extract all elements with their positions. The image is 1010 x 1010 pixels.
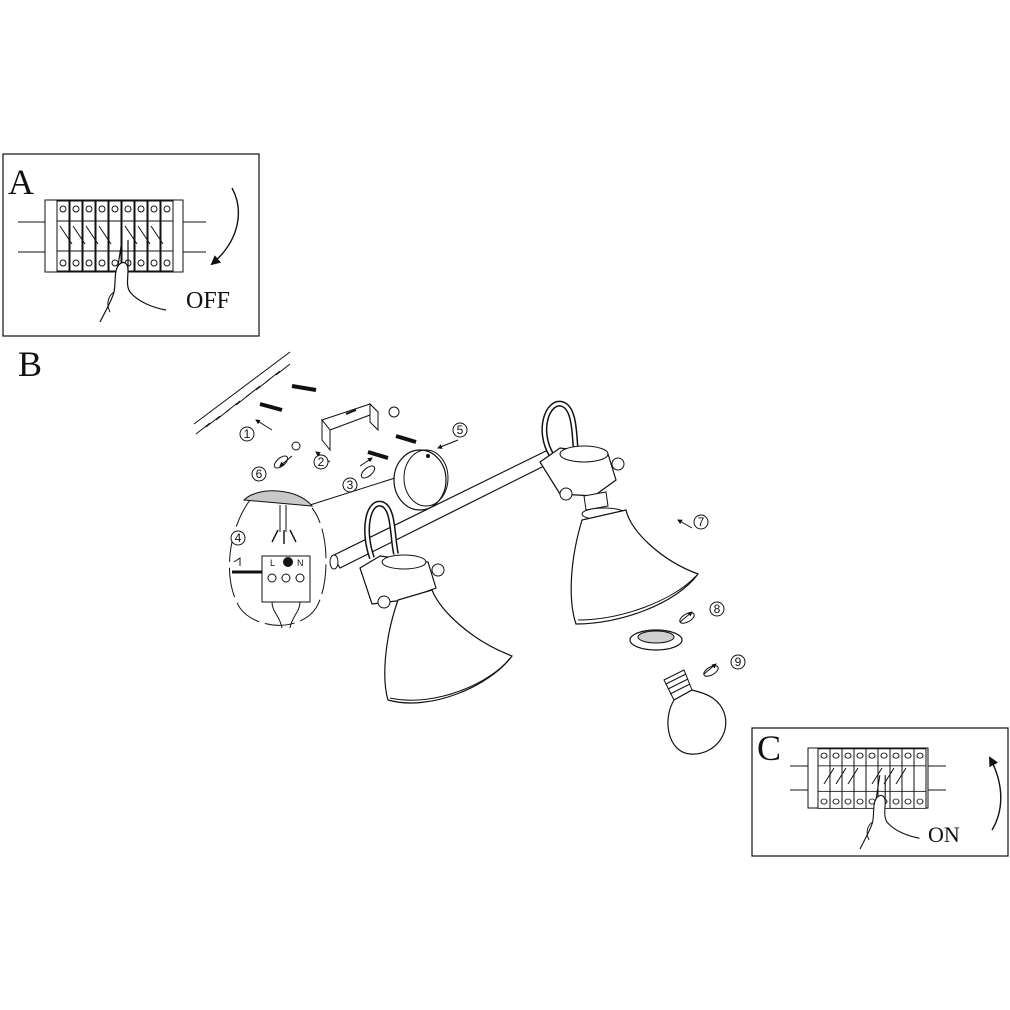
- step-4: 4: [230, 530, 246, 546]
- step-4-label: 4: [235, 531, 242, 545]
- panel-c-frame: [751, 727, 1009, 857]
- breaker-panel-a: [18, 199, 206, 273]
- panel-a-letter: A: [8, 162, 34, 202]
- panel-c: C ON: [751, 727, 1009, 857]
- screw-icon: [291, 384, 317, 392]
- step-6: 6: [251, 466, 267, 482]
- panel-a-switch-label: OFF: [186, 288, 230, 314]
- step-2-label: 2: [318, 455, 325, 469]
- step-7: 7: [693, 514, 709, 530]
- step-1-label: 1: [244, 427, 251, 441]
- terminal-right-label: N: [297, 558, 304, 568]
- step-6-label: 6: [256, 467, 263, 481]
- breaker-panel-c: [790, 747, 946, 809]
- step-5-label: 5: [457, 423, 464, 437]
- step-8-label: 8: [714, 602, 721, 616]
- ceiling-surface: [193, 351, 291, 435]
- terminal-left-label: L: [270, 558, 275, 568]
- rotate-arrow-icon: [210, 187, 239, 266]
- screw-icon: [395, 434, 417, 444]
- step-9-label: 9: [735, 655, 742, 669]
- screw-icon: [367, 450, 389, 460]
- mounting-bracket: [291, 402, 400, 452]
- spotlight-right: [539, 400, 699, 625]
- step-3-label: 3: [347, 478, 354, 492]
- step-9: 9: [730, 654, 746, 670]
- panel-b: B: [18, 344, 746, 755]
- step-1: 1: [239, 426, 255, 442]
- light-bulb: [663, 663, 727, 755]
- step-markers: 1 2 3 5 6 7 8: [239, 422, 746, 670]
- panel-a-frame: [2, 153, 260, 337]
- spotlight-left: [359, 500, 513, 704]
- step-7-label: 7: [698, 515, 705, 529]
- panel-b-letter: B: [18, 344, 42, 384]
- ceiling-canopy: [393, 449, 449, 511]
- step-8: 8: [709, 601, 725, 617]
- wiring-detail: L N 4: [228, 477, 396, 629]
- step-5: 5: [452, 422, 468, 438]
- rotate-arrow-icon: [989, 756, 1002, 831]
- panel-a: A OFF: [2, 153, 260, 337]
- panel-c-letter: C: [757, 728, 781, 768]
- wall-plug-icon: [259, 402, 283, 412]
- panel-c-switch-label: ON: [928, 822, 960, 847]
- step-2: 2: [313, 454, 329, 470]
- step-3: 3: [342, 477, 358, 493]
- retaining-ring: [629, 611, 695, 651]
